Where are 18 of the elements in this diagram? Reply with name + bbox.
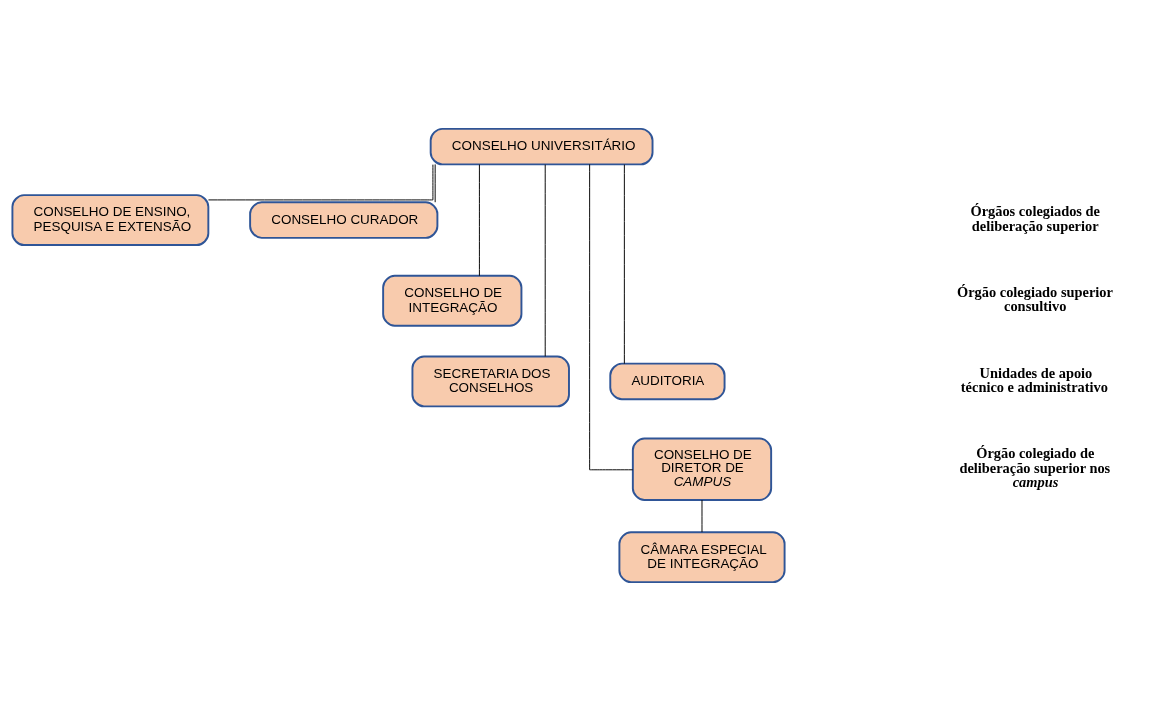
connector (623, 164, 625, 365)
connector (701, 499, 703, 533)
connector (544, 164, 546, 357)
node-box: CONSELHO UNIVERSITÁRIO (429, 127, 654, 166)
label: Órgãos colegiados de deliberação superior (970, 203, 1100, 234)
label: Órgão colegiado superior consultivo (956, 283, 1113, 315)
label: Órgão colegiado de deliberação superior nos campus (959, 445, 1111, 491)
node-box: CÂMARA ESPECIAL DE INTEGRAÇÃO (618, 531, 786, 584)
label: Unidades de apoio técnico e administrativo (960, 364, 1108, 395)
node-box: SECRETARIA DOS CONSELHOS (411, 355, 570, 408)
node-box: CONSELHO DE INTEGRAÇÃO (382, 274, 523, 327)
connector (589, 163, 634, 471)
connector (208, 164, 434, 201)
node-box: CONSELHO CURADOR (249, 201, 439, 239)
node-box: CONSELHO DE ENSINO, PESQUISA E EXTENSÃO (11, 194, 210, 246)
node-box: AUDITORIA (609, 362, 726, 401)
connector (478, 164, 480, 277)
node-box: CONSELHO DE DIRETOR DE CAMPUS (631, 437, 773, 501)
